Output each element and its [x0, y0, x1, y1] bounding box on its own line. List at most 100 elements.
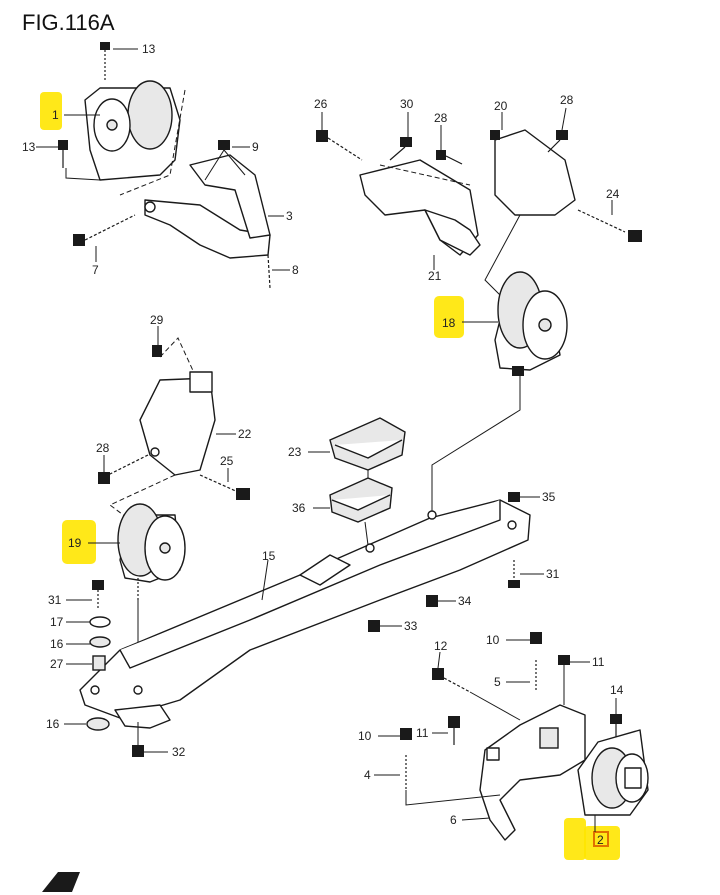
callout-19: 19: [68, 536, 82, 550]
washer-17: [89, 616, 111, 628]
callout-11b: 11: [416, 726, 429, 740]
leader-6: [461, 817, 491, 821]
mount-1-hole: [106, 119, 118, 131]
mount-19-hole: [159, 542, 171, 554]
bracket-6: [479, 704, 586, 841]
crossmember-hole-1: [90, 685, 100, 695]
guide-line-1: [119, 89, 186, 196]
washer-16-a: [89, 636, 111, 648]
callout-27: 27: [50, 657, 64, 671]
callout-15: 15: [262, 549, 276, 563]
engine-mount-19: [117, 503, 186, 685]
highlight-part-19: [62, 520, 96, 564]
figure-title: FIG.116A: [22, 10, 115, 35]
leader-15: [261, 559, 269, 601]
bracket-6-tab: [486, 747, 500, 761]
callout-29: 29: [150, 313, 164, 327]
callout-1: 1: [52, 108, 59, 122]
callout-7: 7: [92, 263, 99, 277]
callout-31b: 31: [546, 567, 560, 581]
callout-20: 20: [494, 99, 508, 113]
guide-line-2: [65, 168, 101, 181]
crossmember-hole-3: [365, 543, 375, 553]
bolt-28-c-shank: [107, 454, 149, 476]
callout-33: 33: [404, 619, 418, 633]
callout-10a: 10: [486, 633, 500, 647]
crossmember-hole-4: [427, 510, 437, 520]
crossmember-15-ridge: [119, 500, 501, 669]
bolt-28-c-head: [98, 472, 110, 484]
callout-2: 2: [597, 833, 604, 847]
bolt-24-shank: [577, 209, 626, 233]
callout-16a: 16: [50, 637, 64, 651]
callout-35: 35: [542, 490, 556, 504]
callout-4: 4: [364, 768, 371, 782]
leader-12: [437, 651, 441, 669]
highlight-part-2-left: [564, 818, 586, 860]
bolt-13-left-head: [58, 140, 68, 150]
callout-31a: 31: [48, 593, 62, 607]
callout-28a: 28: [434, 111, 448, 125]
callout-26: 26: [314, 97, 328, 111]
nut-9-guide: [204, 149, 225, 181]
callout-16b: 16: [46, 717, 60, 731]
nut-34: [426, 595, 438, 607]
publisher-logo: [42, 872, 80, 892]
callout-17: 17: [50, 615, 64, 629]
callout-labels: 13 1 13 9 3 7 8 26 30 28 20 28 24 21 18 …: [22, 42, 624, 847]
rubber-pads: [329, 417, 406, 546]
bolt-24-head: [628, 230, 642, 242]
leader-28b: [561, 107, 567, 131]
callout-24: 24: [606, 187, 620, 201]
callout-14: 14: [610, 683, 624, 697]
callout-30: 30: [400, 97, 414, 111]
bracket-22-top: [189, 371, 213, 393]
bolt-26-head: [316, 130, 328, 142]
mount-18-hole: [538, 318, 552, 332]
crossmember-hole-2: [133, 685, 143, 695]
bolt-29-guide: [159, 337, 196, 376]
mount-2-hub: [624, 767, 642, 789]
nut-33: [368, 620, 380, 632]
engine-mount-rear-group: [400, 632, 649, 841]
callout-3: 3: [286, 209, 293, 223]
callout-11a: 11: [592, 655, 605, 669]
bracket-20: [494, 129, 576, 216]
bracket-22-guide: [109, 474, 176, 521]
bolt-31-left-head: [92, 580, 104, 590]
washer-16-b: [86, 717, 110, 731]
callout-13a: 13: [142, 42, 156, 56]
mount-arm-3-upper: [189, 154, 271, 239]
bolt-30-head: [400, 137, 412, 147]
mount-bracket-rear-group: [316, 129, 642, 301]
callout-leaders: [36, 48, 617, 821]
bolt-30-shank: [389, 146, 406, 161]
callout-28c: 28: [96, 441, 110, 455]
callout-34: 34: [458, 594, 472, 608]
bolt-7-head: [73, 234, 85, 246]
bolt-11-bottom-head: [448, 716, 460, 728]
nut-32: [132, 745, 144, 757]
callout-13b: 13: [22, 140, 36, 154]
bracket-6-slot: [539, 727, 559, 749]
nut-28-a: [436, 150, 446, 160]
bolt-12-head: [432, 668, 444, 680]
nut-35: [508, 492, 520, 502]
crossmember-15: [79, 499, 531, 729]
callout-36: 36: [292, 501, 306, 515]
callout-21: 21: [428, 269, 442, 283]
nut-10-bottom: [400, 728, 412, 740]
pad-23-edge: [334, 439, 403, 459]
bracket-20-tab: [490, 130, 500, 140]
highlight-part-1: [40, 92, 62, 130]
bolt-25-head: [236, 488, 250, 500]
mount-1-body: [127, 80, 173, 150]
crossmember-end-tab: [114, 704, 171, 729]
callout-25: 25: [220, 454, 234, 468]
callout-32: 32: [172, 745, 186, 759]
bracket-21-foot: [424, 209, 481, 256]
bracket-20-guide: [484, 214, 521, 301]
callout-8: 8: [292, 263, 299, 277]
highlight-box-part-2: [593, 831, 609, 847]
bolt-31-right-head: [508, 580, 520, 588]
